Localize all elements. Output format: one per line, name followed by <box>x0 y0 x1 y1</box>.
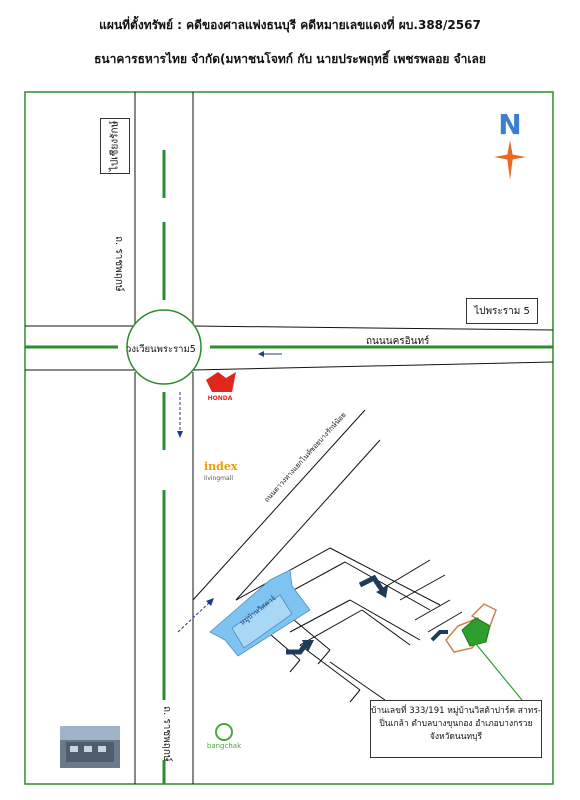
svg-text:livingmall: livingmall <box>204 475 233 482</box>
roundabout <box>126 309 202 385</box>
address-box: บ้านเลขที่ 333/191 หมู่บ้านวิสต้าปาร์ค ส… <box>370 700 542 758</box>
svg-text:bangchak: bangchak <box>207 742 242 750</box>
bangchak-logo-icon <box>215 723 233 741</box>
turn-arrow-1 <box>286 642 308 655</box>
address-line-1: บ้านเลขที่ 333/191 หมู่บ้านวิสต้าปาร์ค ส… <box>371 706 541 716</box>
page-subtitle: ธนาคารธหารไทย จำกัด(มหาชนโจทก์ กับ นายปร… <box>94 52 486 66</box>
index-logo-icon: index <box>204 460 238 473</box>
turn-arrow-2 <box>358 574 385 592</box>
roundabout-label: วงเวียนพระราม5 <box>126 344 196 355</box>
road-label-north: ถ. ราชพฤกษ์ <box>113 236 124 292</box>
svg-text:HONDA: HONDA <box>208 395 233 402</box>
page-title: แผนที่ตั้งทรัพย์ : คดีของศาลแพ่งธนบุรี ค… <box>99 18 481 32</box>
map-frame <box>24 91 554 785</box>
address-line-3: จังหวัดนนทบุรี <box>429 732 483 743</box>
address-line-2: ปิ่นเกล้า ตำบลบางขุนกอง อำเภอบางกรวย <box>379 719 533 730</box>
to-north-box: ไปเชียงรักษ์ <box>100 118 130 174</box>
honda-logo-icon <box>206 372 236 392</box>
to-east-box: ไปพระราม 5 <box>466 298 538 324</box>
compass-n-icon: N <box>498 108 521 141</box>
target-property <box>461 617 491 647</box>
road-label-south: ถ. ราชพฤกษ์ <box>161 706 172 762</box>
road-label-east: ถนนนครอินทร์ <box>366 336 430 347</box>
turn-arrow-3 <box>430 630 448 642</box>
